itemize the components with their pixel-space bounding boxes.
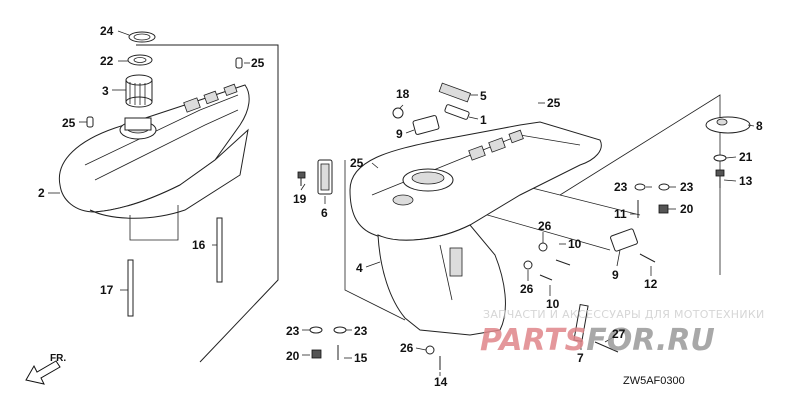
callout-label: 21 <box>739 150 753 164</box>
callout-label: 8 <box>756 119 763 133</box>
washer-part <box>127 54 153 66</box>
figure-code: ZW5AF0300 <box>623 375 685 387</box>
callout-label: 14 <box>434 375 448 389</box>
watermark-caption: ЗАПЧАСТИ И АКСЕССУАРЫ ДЛЯ МОТОТЕХНИКИ <box>483 308 765 321</box>
callout-label: 24 <box>100 24 114 38</box>
callout-label: 23 <box>354 324 368 338</box>
callout-label: 18 <box>396 87 410 101</box>
callout-label: 23 <box>614 180 628 194</box>
callout-label: 10 <box>546 297 560 311</box>
callout-label: 23 <box>286 324 300 338</box>
callout-label: 15 <box>354 351 368 365</box>
needle-bearing-part <box>125 74 153 108</box>
callout-label: 6 <box>321 206 328 220</box>
callout-label: 19 <box>293 192 307 206</box>
callout-label: 26 <box>400 341 414 355</box>
gear-case-part <box>344 94 721 336</box>
callout-label: 26 <box>538 219 552 233</box>
gear-case-cover-part <box>58 44 279 363</box>
callout-label: 9 <box>612 268 619 282</box>
watermark: ЗАПЧАСТИ И АКСЕССУАРЫ ДЛЯ МОТОТЕХНИКИ PA… <box>480 308 765 358</box>
callout-label: 17 <box>100 283 114 297</box>
leader-lines <box>48 30 755 376</box>
callout-label: 26 <box>520 282 534 296</box>
callout-label: 13 <box>739 174 753 188</box>
callout-label: 20 <box>286 349 300 363</box>
dowel-pin-part <box>86 57 243 128</box>
oil-seal-part <box>128 31 156 43</box>
callout-label: 10 <box>568 237 582 251</box>
watermark-logo-black: FOR.RU <box>586 323 715 358</box>
callout-label: 11 <box>614 207 627 221</box>
callout-label: 3 <box>102 84 109 98</box>
callout-label: 1 <box>480 113 487 127</box>
watermark-logo-red: PARTS <box>480 323 586 358</box>
callout-labels: 24 22 3 25 25 2 18 5 1 9 25 8 21 13 23 2… <box>38 24 763 389</box>
callout-label: 25 <box>251 56 265 70</box>
callout-label: 25 <box>62 116 76 130</box>
callout-label: 16 <box>192 238 206 252</box>
callout-label: 4 <box>356 261 363 275</box>
watermark-logo: PARTSFOR.RU <box>480 323 715 358</box>
front-direction-arrow: FR. <box>25 353 66 385</box>
callout-label: 9 <box>396 127 403 141</box>
callout-label: 27 <box>612 327 626 341</box>
callout-label: 23 <box>680 180 694 194</box>
callout-label: 22 <box>100 54 114 68</box>
callout-label: 7 <box>577 351 584 365</box>
small-parts <box>297 82 751 370</box>
callout-label: 2 <box>38 186 45 200</box>
callout-label: 25 <box>547 96 561 110</box>
callout-label: 12 <box>644 277 658 291</box>
callout-label: 20 <box>680 202 694 216</box>
stud-bolt-part <box>127 217 223 317</box>
callout-label: 25 <box>350 156 364 170</box>
callout-label: 5 <box>480 89 487 103</box>
front-direction-label: FR. <box>50 353 66 364</box>
